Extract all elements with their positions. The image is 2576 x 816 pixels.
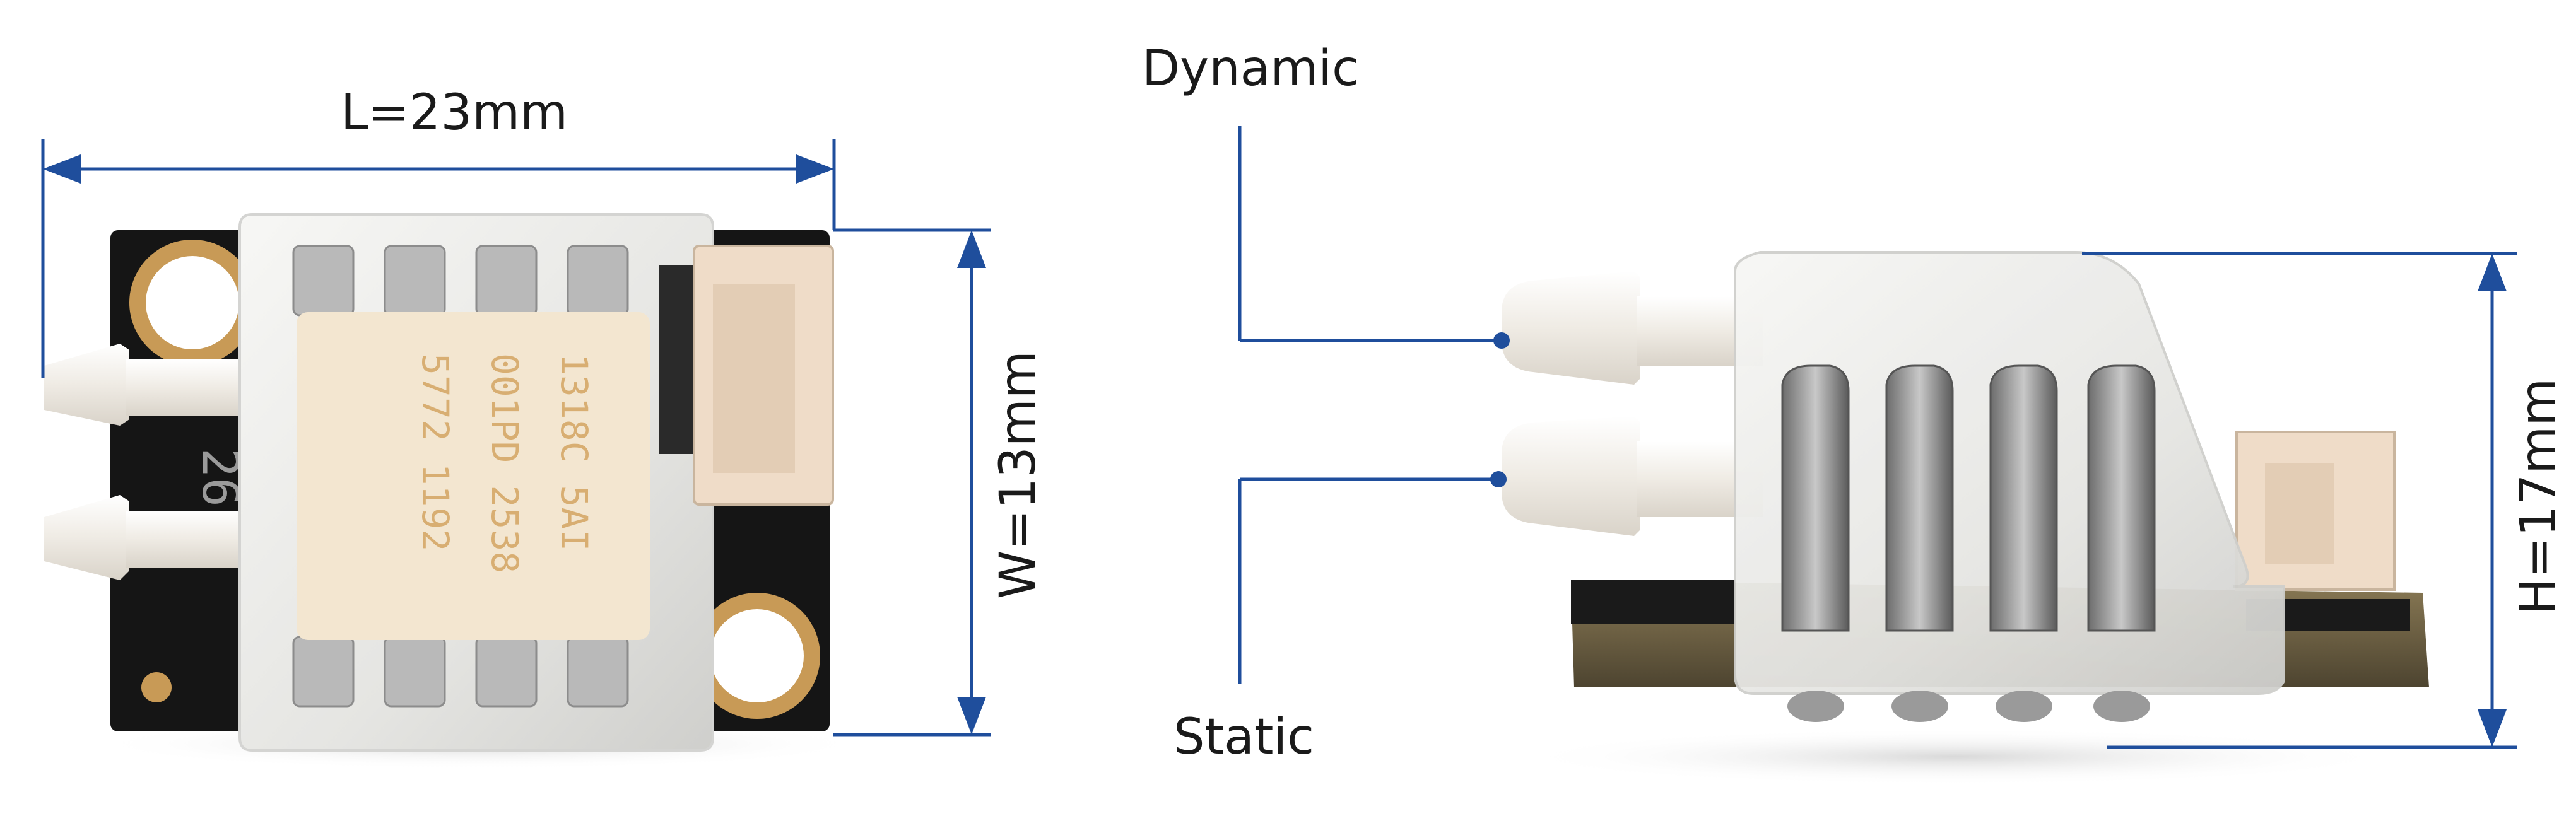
sensor-pins-side [1781, 364, 2156, 632]
static-tube [1502, 416, 1763, 536]
sensor-chip-label [297, 312, 650, 640]
length-dimension-label: L=23mm [341, 85, 568, 141]
dimension-width [833, 228, 991, 737]
sensor-top-view: 26 1318C 5AI 001PD [41, 139, 991, 769]
dynamic-tube [1502, 271, 1763, 385]
sensor-pins-top [292, 245, 629, 317]
width-dimension-label: W=13mm [990, 351, 1047, 599]
mounting-hole-bottom-right [694, 593, 820, 719]
leader-static [1238, 471, 1507, 684]
small-pad [141, 672, 172, 702]
marking-line-3: 5772 1192 [414, 353, 457, 551]
connector-top-view [659, 245, 834, 506]
sensor-marking: 1318C 5AI 001PD 2538 5772 1192 [414, 353, 596, 573]
dimension-length [41, 139, 836, 378]
leader-dynamic [1238, 126, 1510, 349]
marking-line-2: 001PD 2538 [483, 353, 526, 573]
mounting-hole-top-left [129, 240, 256, 366]
solder-joints [1787, 691, 2150, 722]
sensor-pins-bottom [292, 636, 629, 708]
connector-side-view [2235, 431, 2396, 591]
dimension-height [2082, 252, 2517, 749]
marking-line-1: 1318C 5AI [553, 353, 596, 551]
dynamic-port-label: Dynamic [1142, 40, 1359, 97]
height-dimension-label: H=17mm [2510, 378, 2567, 615]
static-port-label: Static [1173, 709, 1315, 766]
sensor-side-view [1238, 126, 2517, 785]
